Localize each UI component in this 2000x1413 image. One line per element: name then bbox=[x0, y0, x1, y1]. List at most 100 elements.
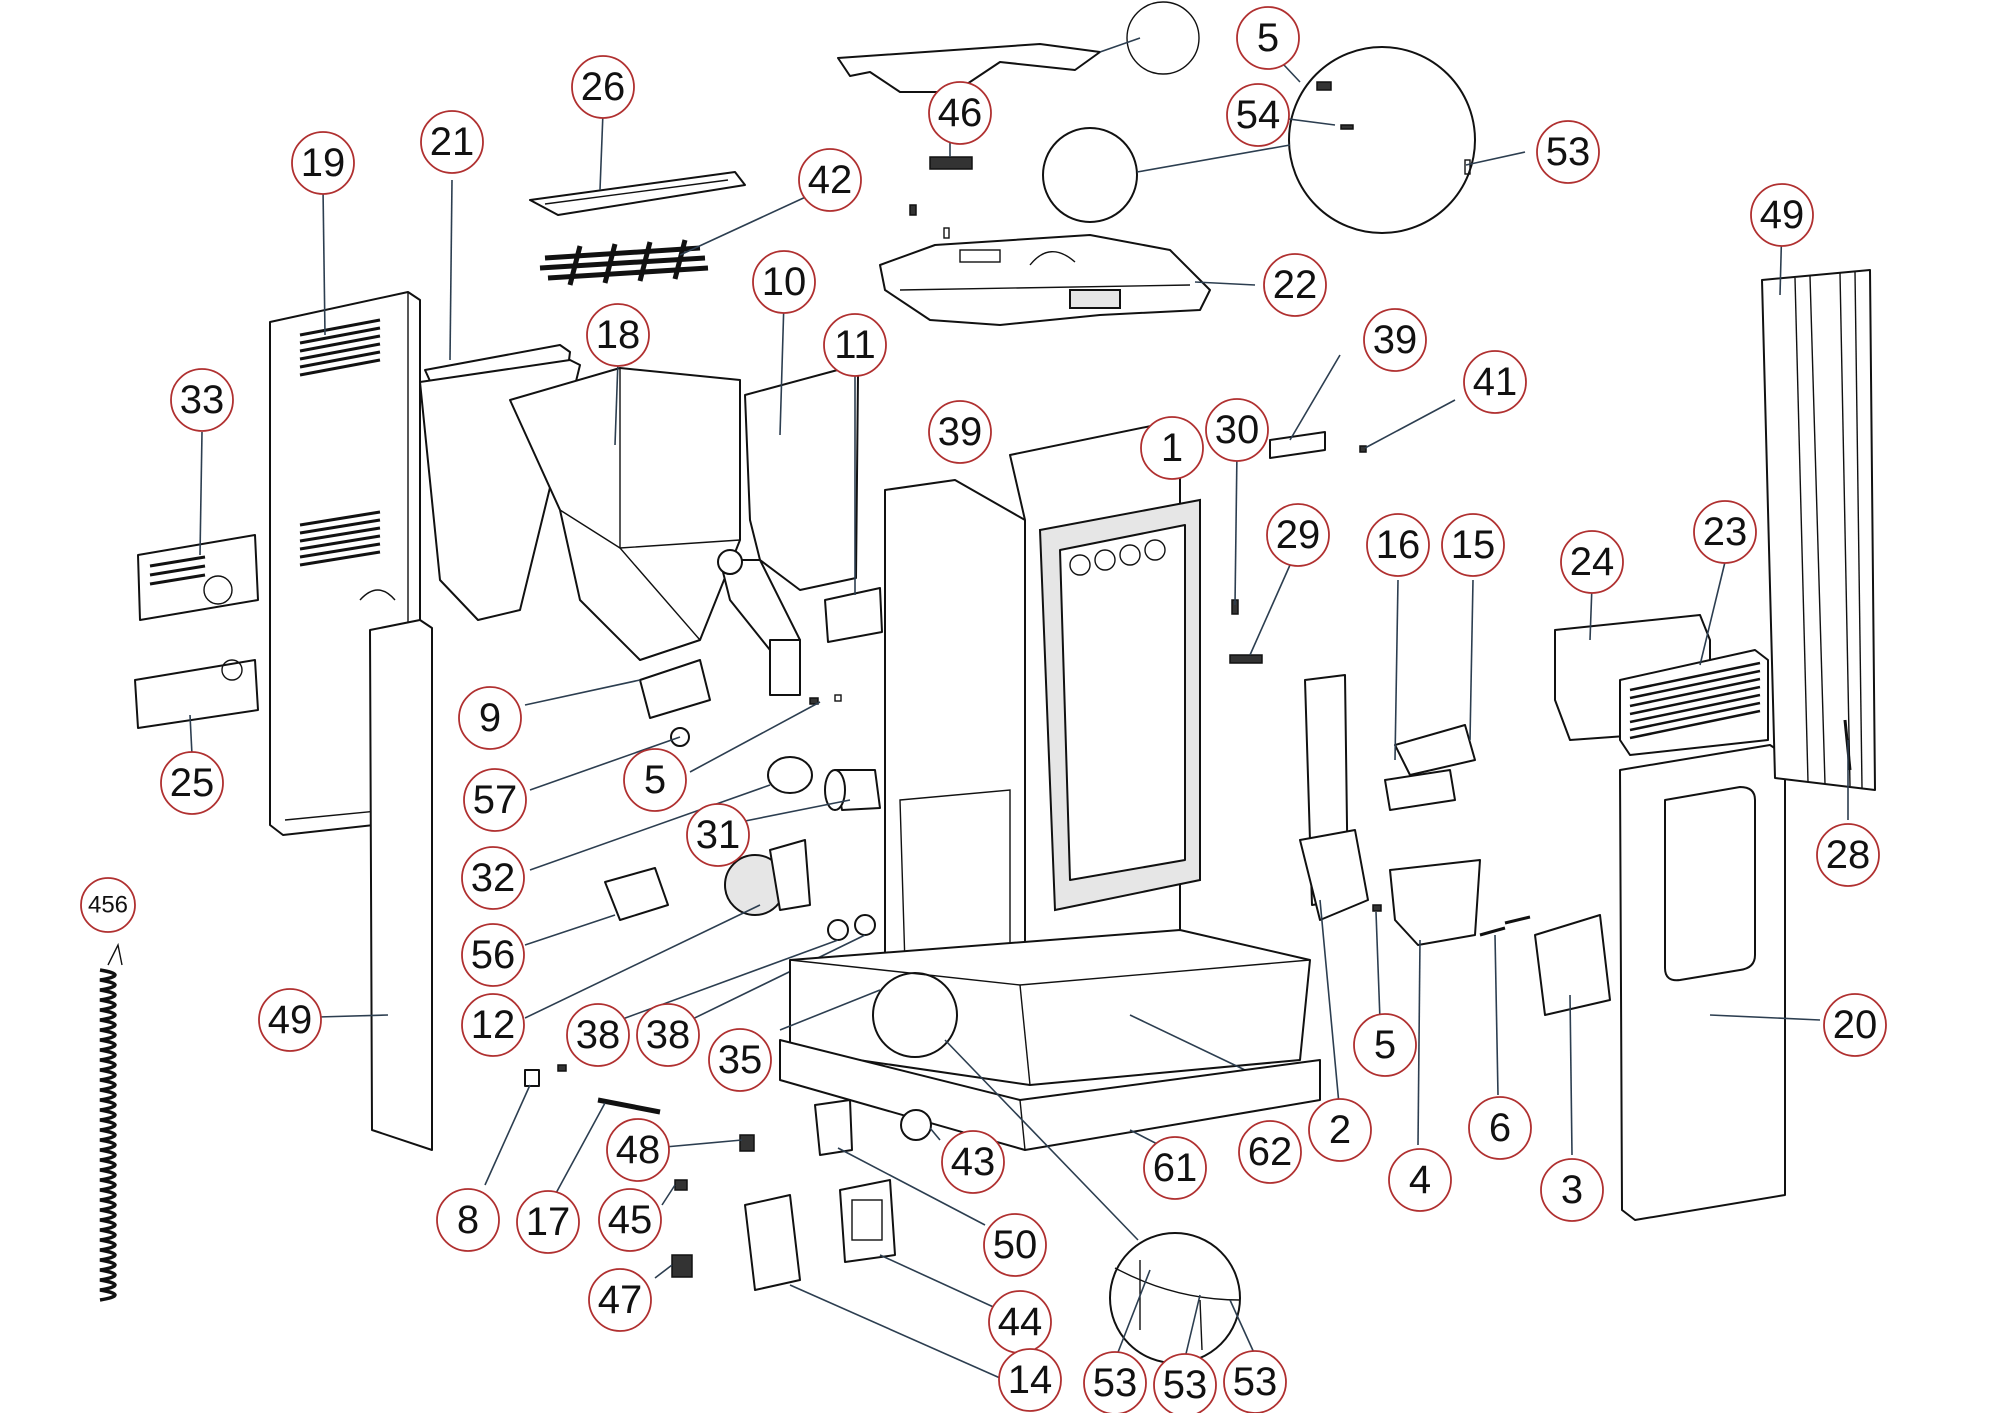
callout-number: 19 bbox=[301, 141, 346, 185]
callout-circle bbox=[461, 923, 525, 987]
callout-53-b: 53 bbox=[1153, 1353, 1217, 1413]
callout-circle bbox=[598, 1188, 662, 1252]
part-25-plate bbox=[134, 659, 259, 729]
part-12-fan bbox=[524, 839, 811, 1019]
part-32-ring bbox=[767, 756, 813, 794]
part-42-grid bbox=[539, 194, 811, 286]
callout-number: 23 bbox=[1703, 510, 1748, 554]
part-49-right-panel bbox=[1761, 219, 1876, 791]
callout-number: 50 bbox=[993, 1223, 1038, 1267]
callout-circle bbox=[1205, 398, 1269, 462]
callout-number: 6 bbox=[1489, 1106, 1511, 1150]
part-43-gauge bbox=[900, 1109, 932, 1141]
parts-drawing bbox=[99, 1, 1876, 1379]
callout-number: 56 bbox=[471, 933, 516, 977]
callout-3: 3 bbox=[1540, 1158, 1604, 1222]
detail-circle-bottom bbox=[1109, 1232, 1241, 1364]
callout-circle bbox=[1463, 350, 1527, 414]
part-46-bracket bbox=[929, 156, 973, 170]
callout-circle bbox=[516, 1190, 580, 1254]
callout-33: 33 bbox=[170, 368, 234, 432]
callout-50: 50 bbox=[983, 1213, 1047, 1277]
callout-circle bbox=[983, 1213, 1047, 1277]
callout-number: 38 bbox=[576, 1013, 621, 1057]
callout-4: 4 bbox=[1388, 1148, 1452, 1212]
callout-circle bbox=[1238, 1120, 1302, 1184]
callout-circle bbox=[1441, 513, 1505, 577]
callout-number: 24 bbox=[1570, 540, 1615, 584]
callout-circle bbox=[1363, 308, 1427, 372]
part-18-hopper bbox=[509, 359, 741, 661]
callout-number: 62 bbox=[1248, 1130, 1293, 1174]
part-14-board bbox=[744, 1194, 801, 1291]
part-10-panel bbox=[744, 367, 859, 591]
callout-number: 33 bbox=[180, 378, 225, 422]
callout-circle bbox=[571, 55, 635, 119]
callout-circle bbox=[461, 846, 525, 910]
callout-number: 42 bbox=[808, 158, 853, 202]
callout-number: 53 bbox=[1546, 130, 1591, 174]
callout-5-top: 5 bbox=[1236, 6, 1300, 70]
callout-number: 11 bbox=[834, 323, 876, 367]
callout-circle bbox=[1816, 823, 1880, 887]
callout-number: 18 bbox=[596, 313, 641, 357]
callout-49-right: 49 bbox=[1750, 183, 1814, 247]
callout-6: 6 bbox=[1468, 1096, 1532, 1160]
callout-number: 29 bbox=[1276, 513, 1321, 557]
callout-circle bbox=[798, 148, 862, 212]
callout-number: 49 bbox=[1760, 193, 1805, 237]
callout-number: 47 bbox=[598, 1278, 643, 1322]
callout-11: 11 bbox=[823, 313, 887, 377]
callout-circle bbox=[1560, 530, 1624, 594]
callout-number: 46 bbox=[938, 91, 983, 135]
callout-number: 44 bbox=[998, 1300, 1043, 1344]
callout-26: 26 bbox=[571, 55, 635, 119]
part-26-tray bbox=[529, 171, 746, 216]
callout-number: 61 bbox=[1153, 1146, 1198, 1190]
part-29-clip bbox=[1229, 654, 1263, 664]
callout-circle bbox=[606, 1118, 670, 1182]
callout-circle bbox=[1143, 1136, 1207, 1200]
callout-number: 39 bbox=[938, 410, 983, 454]
part-49-left-panel bbox=[369, 619, 433, 1151]
part-8-cylinder bbox=[524, 1069, 540, 1087]
callout-circle bbox=[1308, 1098, 1372, 1162]
callout-number: 9 bbox=[479, 696, 501, 740]
callout-circle bbox=[420, 110, 484, 174]
callout-5-mid: 5 bbox=[623, 748, 687, 812]
callout-number: 2 bbox=[1329, 1108, 1351, 1152]
callout-number: 5 bbox=[644, 758, 666, 802]
callout-61: 61 bbox=[1143, 1136, 1207, 1200]
part-50-bracket bbox=[814, 1099, 853, 1156]
callout-46: 46 bbox=[928, 81, 992, 145]
callout-circle bbox=[1540, 1158, 1604, 1222]
callout-circle bbox=[1153, 1353, 1217, 1413]
part-47 bbox=[671, 1254, 693, 1278]
callout-57: 57 bbox=[463, 768, 527, 832]
callout-circle bbox=[436, 1188, 500, 1252]
callout-circle bbox=[1823, 993, 1887, 1057]
callout-circle bbox=[588, 1268, 652, 1332]
callout-circle bbox=[823, 313, 887, 377]
callout-circle bbox=[566, 1003, 630, 1067]
callout-number: 41 bbox=[1473, 360, 1518, 404]
callout-number: 35 bbox=[718, 1038, 763, 1082]
callout-number: 3 bbox=[1561, 1168, 1583, 1212]
callout-53-c: 53 bbox=[1223, 1350, 1287, 1413]
callout-32: 32 bbox=[461, 846, 525, 910]
detail-circle-top bbox=[1288, 46, 1476, 234]
callout-number: 26 bbox=[581, 65, 626, 109]
callout-number: 54 bbox=[1236, 93, 1281, 137]
callout-14: 14 bbox=[998, 1348, 1062, 1412]
callout-20: 20 bbox=[1823, 993, 1887, 1057]
callout-circle bbox=[160, 751, 224, 815]
callout-456: 456 bbox=[80, 877, 136, 933]
callout-circle bbox=[752, 250, 816, 314]
callout-circle bbox=[80, 877, 136, 933]
part-23-grille bbox=[1619, 561, 1769, 756]
callout-number: 57 bbox=[473, 778, 518, 822]
callout-38-a: 38 bbox=[566, 1003, 630, 1067]
callout-circle bbox=[623, 748, 687, 812]
part-11-bracket bbox=[824, 587, 883, 643]
